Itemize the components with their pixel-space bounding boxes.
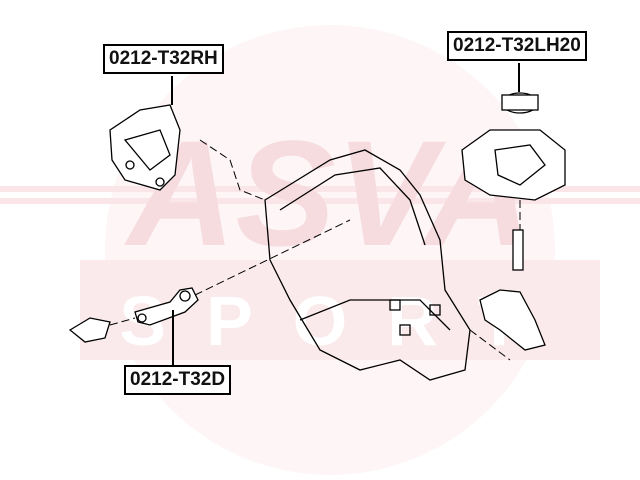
mount-rh: [109, 104, 181, 191]
mount-d: [68, 287, 199, 343]
part-label-rh: 0212-T32RH: [103, 44, 224, 74]
leader-lines: [171, 63, 520, 365]
watermark-logo: ASVA SPORT: [0, 25, 640, 475]
part-label-d: 0212-T32D: [124, 365, 232, 395]
dashed-assembly-lines: [109, 139, 521, 361]
mount-lh: [461, 92, 566, 351]
svg-text:ASVA: ASVA: [123, 109, 533, 277]
part-label-lh: 0212-T32LH20: [447, 31, 587, 61]
engine-block: [264, 149, 471, 381]
